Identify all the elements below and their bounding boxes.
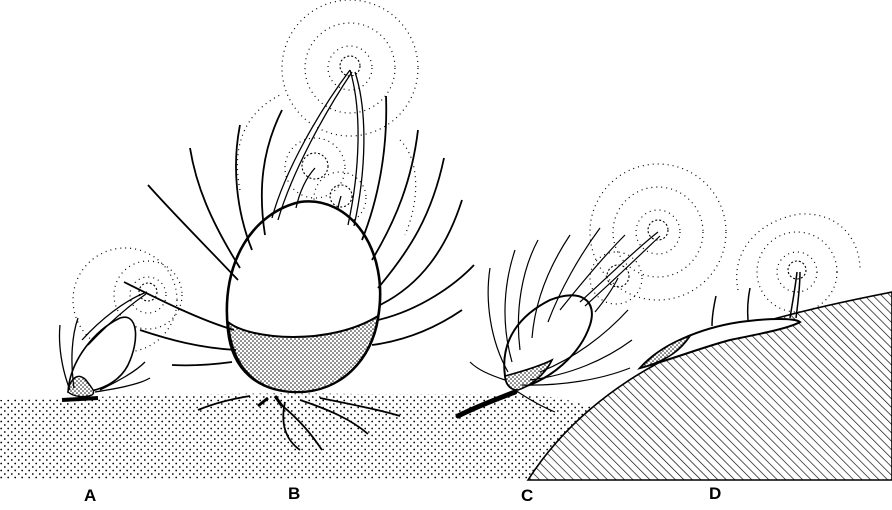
seed-a <box>59 248 182 400</box>
panel-label-a: A <box>84 486 96 506</box>
sand-ground <box>0 393 610 480</box>
panel-label-b: B <box>288 484 300 504</box>
panel-label-c: C <box>521 486 533 506</box>
panel-label-d: D <box>709 484 721 504</box>
seed-b <box>124 0 474 450</box>
